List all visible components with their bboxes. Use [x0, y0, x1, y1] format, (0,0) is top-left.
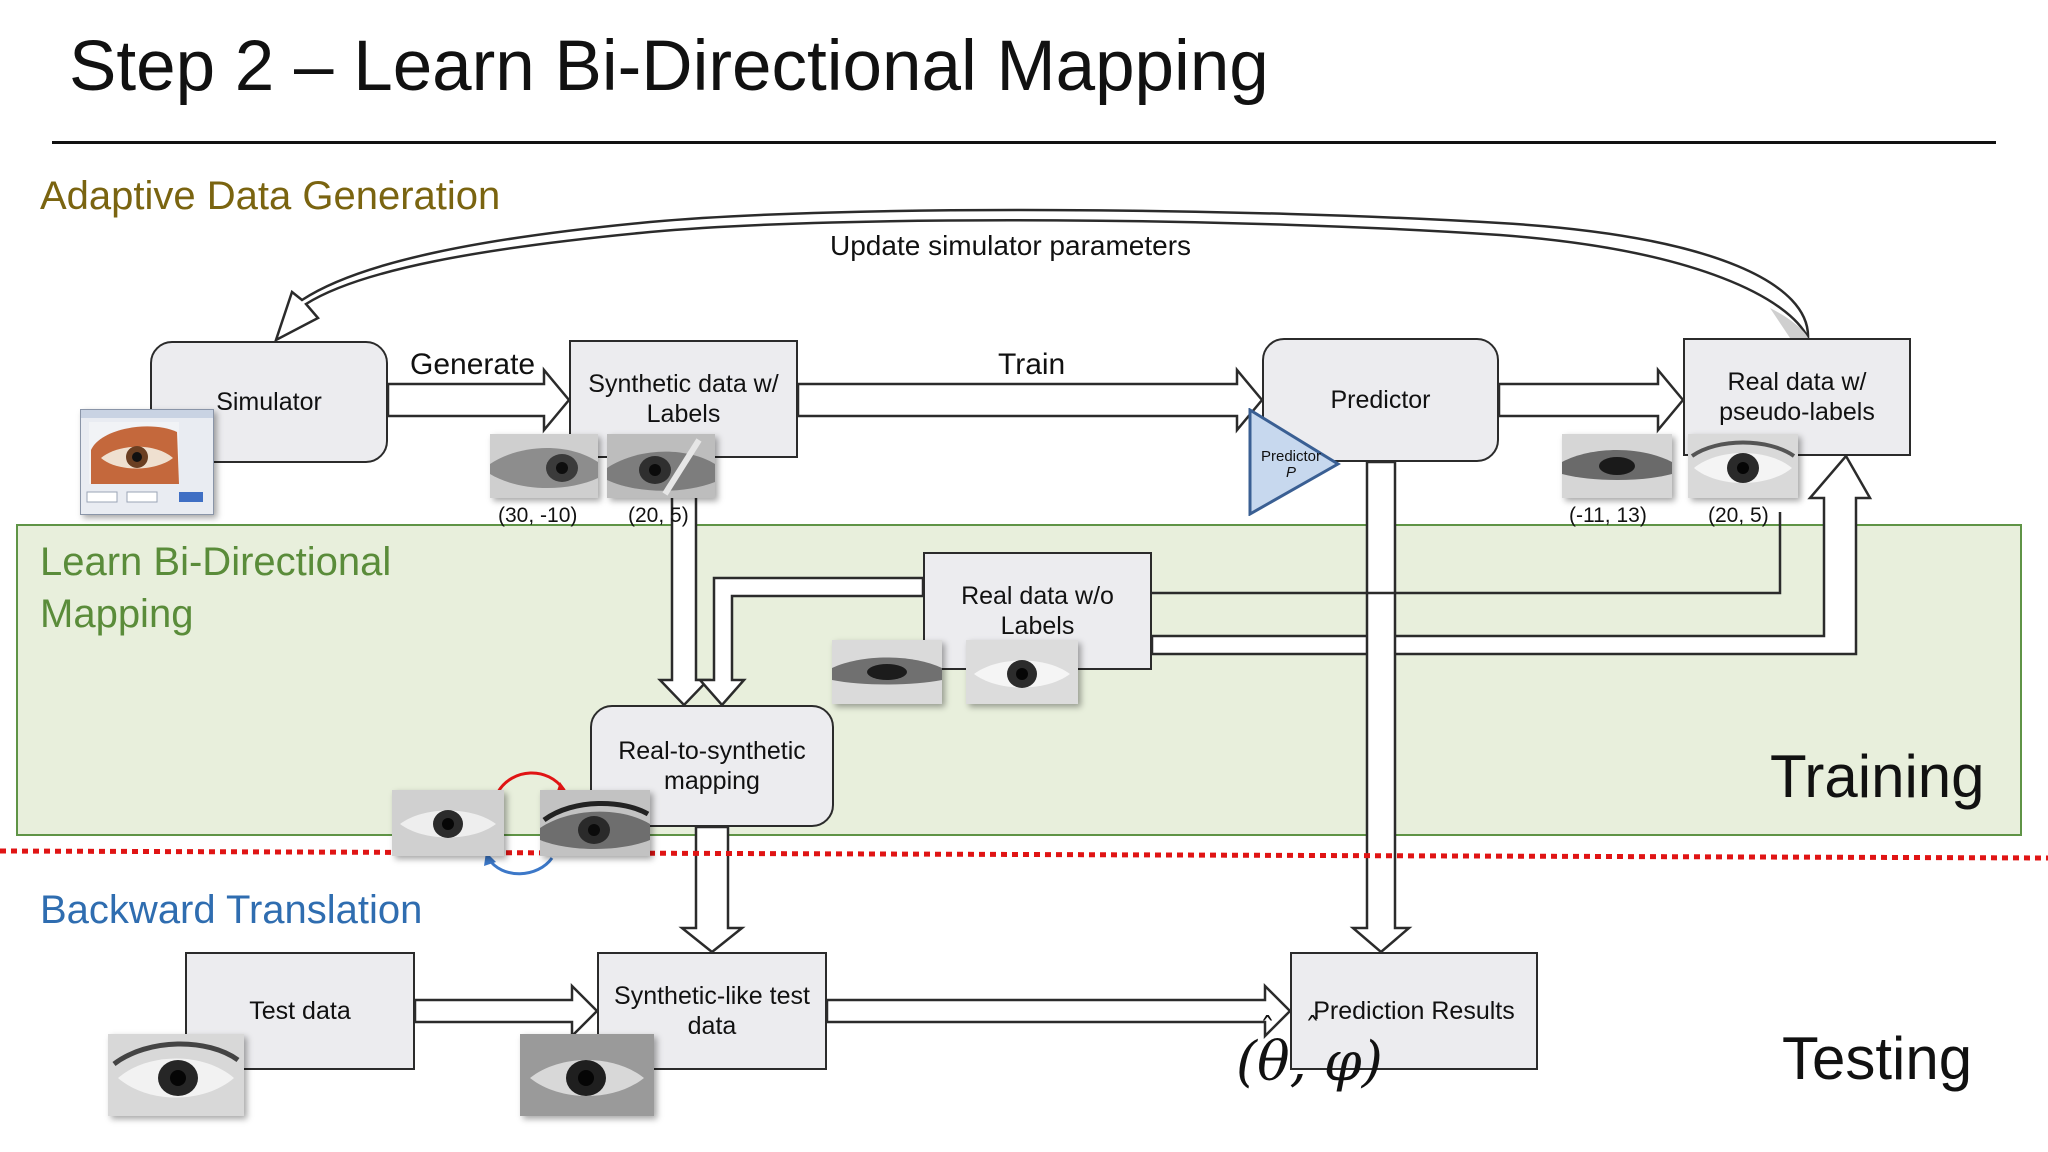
- predictor-triangle-name: Predictor: [1260, 448, 1322, 465]
- arrow-realwo-to-r2s: [697, 576, 925, 707]
- slide-title: Step 2 – Learn Bi-Directional Mapping: [69, 27, 1269, 106]
- arrow-update-feedback: [273, 208, 1810, 343]
- arrow-generate: [386, 366, 571, 434]
- node-label: Predictor: [1330, 386, 1431, 414]
- eye-image: [607, 434, 715, 498]
- gaze-label: (30, -10): [498, 504, 578, 527]
- section-backward-translation: Backward Translation: [40, 888, 423, 932]
- edge-label-generate: Generate: [410, 348, 536, 381]
- node-prediction-results: Prediction Results: [1290, 952, 1538, 1070]
- eye-image: [108, 1034, 244, 1116]
- edge-label-train: Train: [998, 348, 1066, 381]
- node-label: Simulator: [216, 388, 322, 416]
- predictor-triangle: [1248, 408, 1341, 516]
- hat-accent: ˆ: [1260, 1012, 1275, 1047]
- predictor-triangle-symbol: P: [1285, 464, 1296, 481]
- eye-image: [520, 1034, 654, 1116]
- node-label: Synthetic-like test data: [614, 982, 810, 1040]
- phase-training-label: Training: [1770, 743, 1985, 810]
- arrow-realwo-to-pseudo: [1150, 453, 1873, 656]
- eye-image: [1688, 434, 1798, 498]
- cycle-arrow-icon: [496, 771, 566, 793]
- gaze-label: (-11, 13): [1569, 504, 1647, 527]
- arrow-test-to-synlike: [413, 982, 599, 1040]
- predictor-triangle-label: Predictor P: [1255, 449, 1327, 481]
- eye-image: [392, 790, 504, 856]
- train-test-divider: [0, 848, 2048, 861]
- section-learn-bidirectional-mapping: Learn Bi-Directional Mapping: [40, 540, 392, 636]
- arrow-predictor-to-real: [1497, 366, 1685, 434]
- node-label: Real data w/ pseudo-labels: [1719, 368, 1875, 426]
- node-label: Test data: [249, 997, 351, 1025]
- node-label: Real data w/o Labels: [961, 582, 1114, 640]
- eye-image: [966, 640, 1078, 704]
- eye-image: [1562, 434, 1672, 498]
- simulator-window-icon: [80, 409, 214, 515]
- eye-image: [832, 640, 942, 704]
- title-rule: [52, 141, 1996, 144]
- arrow-synlike-to-results: [825, 982, 1292, 1040]
- gaze-output-formula: (θ, φ): [1236, 1030, 1383, 1093]
- node-label: Prediction Results: [1313, 997, 1515, 1025]
- node-label: Real-to-synthetic mapping: [618, 737, 806, 795]
- hat-accent: ˆ: [1305, 1012, 1320, 1047]
- node-label: Synthetic data w/ Labels: [588, 370, 779, 428]
- gaze-label: (20, 5): [1708, 504, 1769, 527]
- arrow-predictor-to-results: [1349, 460, 1413, 954]
- gaze-label: (20, 5): [628, 504, 689, 527]
- eye-image: [540, 790, 650, 856]
- eye-image: [490, 434, 598, 498]
- phase-testing-label: Testing: [1782, 1025, 1973, 1092]
- section-adaptive-data-generation: Adaptive Data Generation: [40, 174, 501, 218]
- edge-label-update: Update simulator parameters: [830, 230, 1192, 261]
- arrow-r2s-to-synlike: [678, 825, 746, 954]
